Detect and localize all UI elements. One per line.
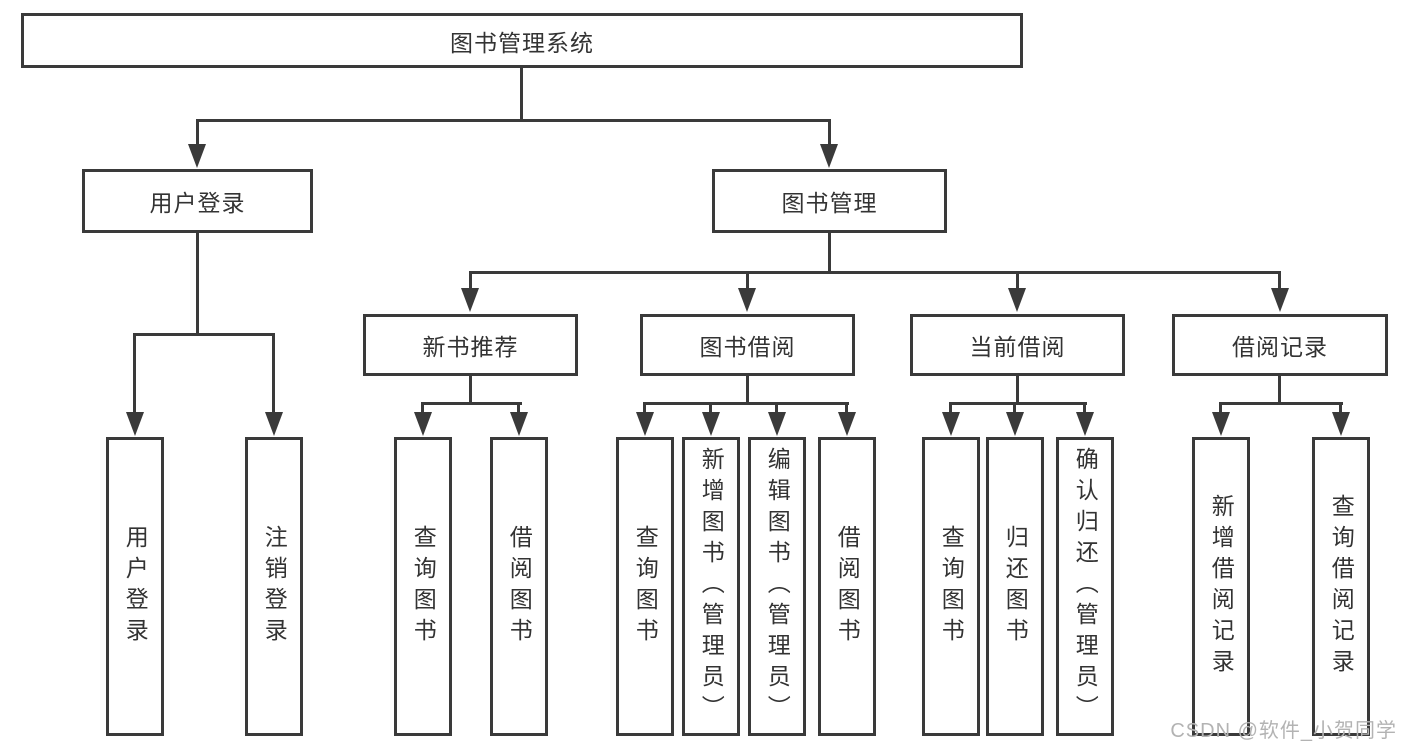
arrow-down-icon [636, 412, 654, 436]
leaf-return-books: 归还图书 [986, 437, 1044, 736]
leaf-query-books-borrowing: 查询图书 [616, 437, 674, 736]
connector-line [643, 405, 646, 414]
connector-line [845, 405, 848, 414]
connector-line [469, 274, 472, 290]
connector-line [1339, 405, 1342, 414]
leaf-query-books-current: 查询图书 [922, 437, 980, 736]
connector-line [949, 402, 1087, 405]
leaf-query-books-recommend-label: 查询图书 [410, 524, 437, 649]
arrow-down-icon [820, 144, 838, 168]
node-borrowing-records-label: 借阅记录 [1232, 334, 1328, 360]
connector-line [949, 405, 952, 414]
leaf-add-borrow-record-label: 新增借阅记录 [1208, 493, 1235, 680]
connector-line [133, 333, 275, 336]
arrow-down-icon [1006, 412, 1024, 436]
node-book-borrowing: 图书借阅 [640, 314, 855, 376]
connector-line [775, 405, 778, 414]
leaf-query-books-borrowing-label: 查询图书 [632, 524, 659, 649]
arrow-down-icon [942, 412, 960, 436]
arrow-down-icon [126, 412, 144, 436]
arrow-down-icon [188, 144, 206, 168]
connector-line [517, 405, 520, 414]
node-library-system-label: 图书管理系统 [450, 29, 594, 56]
leaf-user-login: 用户登录 [106, 437, 164, 736]
arrow-down-icon [838, 412, 856, 436]
node-book-management-label: 图书管理 [781, 190, 878, 216]
node-current-borrowing: 当前借阅 [910, 314, 1125, 376]
node-current-borrowing-label: 当前借阅 [969, 334, 1066, 360]
connector-line [1219, 405, 1222, 414]
arrow-down-icon [1008, 288, 1026, 312]
connector-line [196, 233, 199, 336]
node-new-book-recommend: 新书推荐 [363, 314, 578, 376]
arrow-down-icon [265, 412, 283, 436]
leaf-query-borrow-record: 查询借阅记录 [1312, 437, 1370, 736]
connector-line [1219, 402, 1343, 405]
connector-line [746, 274, 749, 290]
leaf-borrow-books-recommend: 借阅图书 [490, 437, 548, 736]
connector-line [421, 405, 424, 414]
leaf-query-books-current-label: 查询图书 [938, 524, 965, 649]
node-book-management: 图书管理 [712, 169, 947, 233]
leaf-user-login-label: 用户登录 [122, 524, 149, 649]
leaf-add-book-admin: 新增图书（管理员） [682, 437, 740, 736]
connector-line [421, 402, 522, 405]
node-user-login: 用户登录 [82, 169, 313, 233]
leaf-borrow-books-borrowing: 借阅图书 [818, 437, 876, 736]
node-library-system: 图书管理系统 [21, 13, 1023, 68]
leaf-edit-book-admin-label: 编辑图书（管理员） [764, 447, 791, 726]
arrow-down-icon [1076, 412, 1094, 436]
arrow-down-icon [738, 288, 756, 312]
node-borrowing-records: 借阅记录 [1172, 314, 1388, 376]
connector-line [1016, 376, 1019, 405]
connector-line [1278, 274, 1281, 290]
leaf-logout-login: 注销登录 [245, 437, 303, 736]
connector-line [133, 336, 136, 414]
arrow-down-icon [461, 288, 479, 312]
connector-line [746, 376, 749, 405]
leaf-query-books-recommend: 查询图书 [394, 437, 452, 736]
node-book-borrowing-label: 图书借阅 [699, 334, 796, 360]
arrow-down-icon [702, 412, 720, 436]
node-user-login-label: 用户登录 [149, 190, 246, 216]
connector-line [520, 68, 523, 122]
leaf-edit-book-admin: 编辑图书（管理员） [748, 437, 806, 736]
leaf-add-book-admin-label: 新增图书（管理员） [698, 447, 725, 726]
connector-line [196, 122, 199, 146]
leaf-query-borrow-record-label: 查询借阅记录 [1328, 493, 1355, 680]
connector-line [469, 376, 472, 405]
leaf-borrow-books-borrowing-label: 借阅图书 [834, 524, 861, 649]
arrow-down-icon [414, 412, 432, 436]
leaf-add-borrow-record: 新增借阅记录 [1192, 437, 1250, 736]
leaf-confirm-return-admin: 确认归还（管理员） [1056, 437, 1114, 736]
connector-line [469, 271, 1281, 274]
connector-line [643, 402, 849, 405]
arrow-down-icon [510, 412, 528, 436]
node-new-book-recommend-label: 新书推荐 [422, 334, 519, 360]
connector-line [709, 405, 712, 414]
leaf-return-books-label: 归还图书 [1002, 524, 1029, 649]
connector-line [1016, 274, 1019, 290]
arrow-down-icon [1212, 412, 1230, 436]
leaf-borrow-books-recommend-label: 借阅图书 [506, 524, 533, 649]
leaf-confirm-return-admin-label: 确认归还（管理员） [1072, 447, 1099, 726]
arrow-down-icon [1332, 412, 1350, 436]
connector-line [828, 233, 831, 274]
connector-line [196, 119, 831, 122]
arrow-down-icon [768, 412, 786, 436]
connector-line [272, 336, 275, 414]
arrow-down-icon [1271, 288, 1289, 312]
leaf-logout-login-label: 注销登录 [261, 524, 288, 649]
watermark: CSDN @软件_小贺同学 [1170, 720, 1397, 742]
connector-line [1083, 405, 1086, 414]
connector-line [828, 122, 831, 146]
connector-line [1013, 405, 1016, 414]
connector-line [1278, 376, 1281, 405]
